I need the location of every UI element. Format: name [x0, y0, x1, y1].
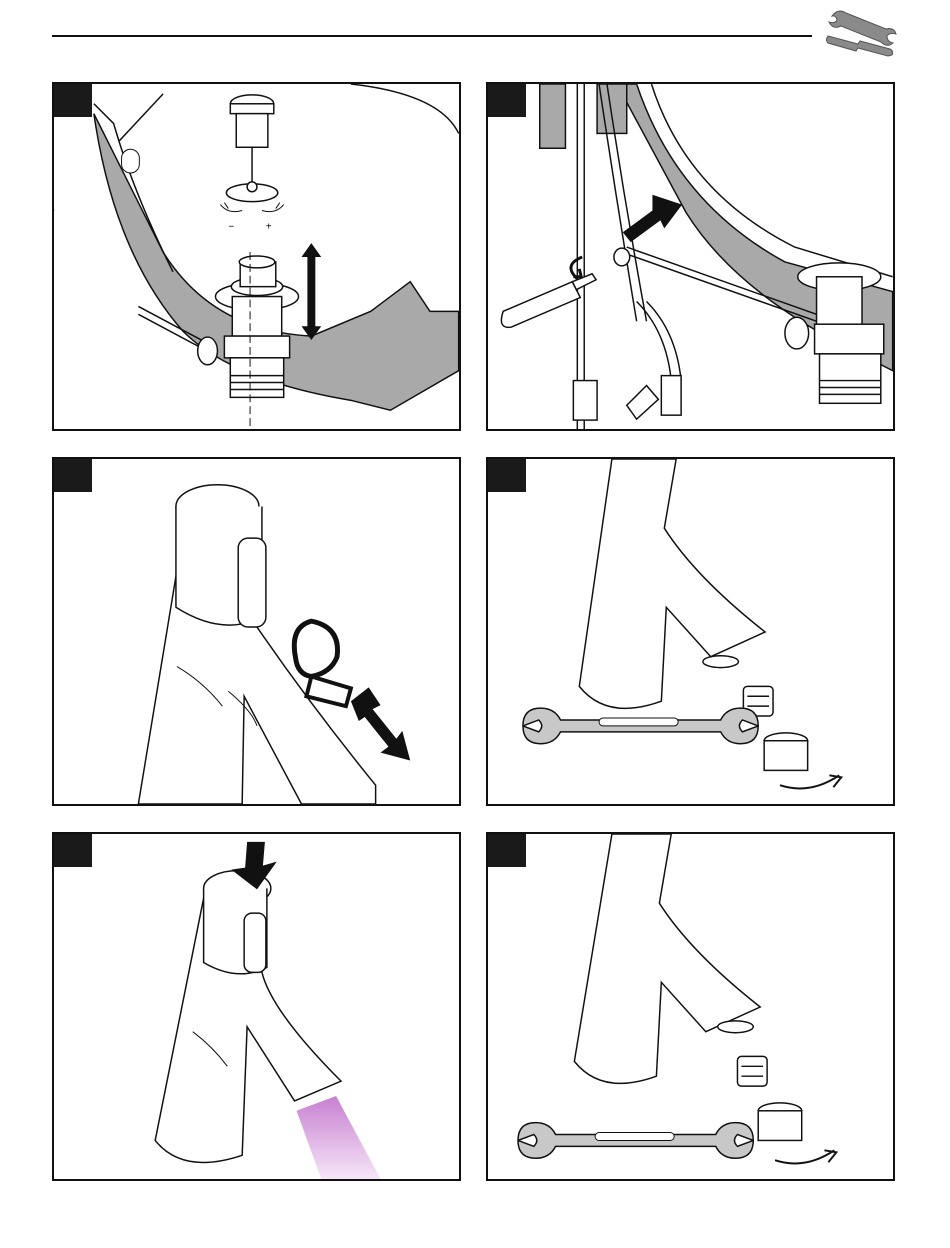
- aerator-removal-illustration: [488, 459, 893, 804]
- faucet-activation-illustration: [54, 834, 459, 1179]
- step-number-badge: [488, 834, 526, 867]
- step-panel-2: [486, 82, 895, 431]
- step-number-badge: [54, 84, 92, 117]
- step-number-badge: [54, 459, 92, 492]
- plus-mark: +: [266, 221, 272, 232]
- header-rule: [52, 35, 812, 37]
- pop-up-waste-adjustment-illustration: − +: [54, 84, 459, 429]
- step-panel-3: [52, 457, 461, 806]
- step-number-badge: [488, 84, 526, 117]
- step-panel-1: − +: [52, 82, 461, 431]
- minus-mark: −: [228, 221, 234, 232]
- step-panel-4: [486, 457, 895, 806]
- aerator-installation-illustration: [488, 834, 893, 1179]
- step-panel-5: [52, 832, 461, 1181]
- wrench-screwdriver-icon: [824, 6, 900, 60]
- step-number-badge: [488, 459, 526, 492]
- faucet-key-removal-illustration: [54, 459, 459, 804]
- step-number-badge: [54, 834, 92, 867]
- step-panel-6: [486, 832, 895, 1181]
- lift-rod-connection-illustration: [488, 84, 893, 429]
